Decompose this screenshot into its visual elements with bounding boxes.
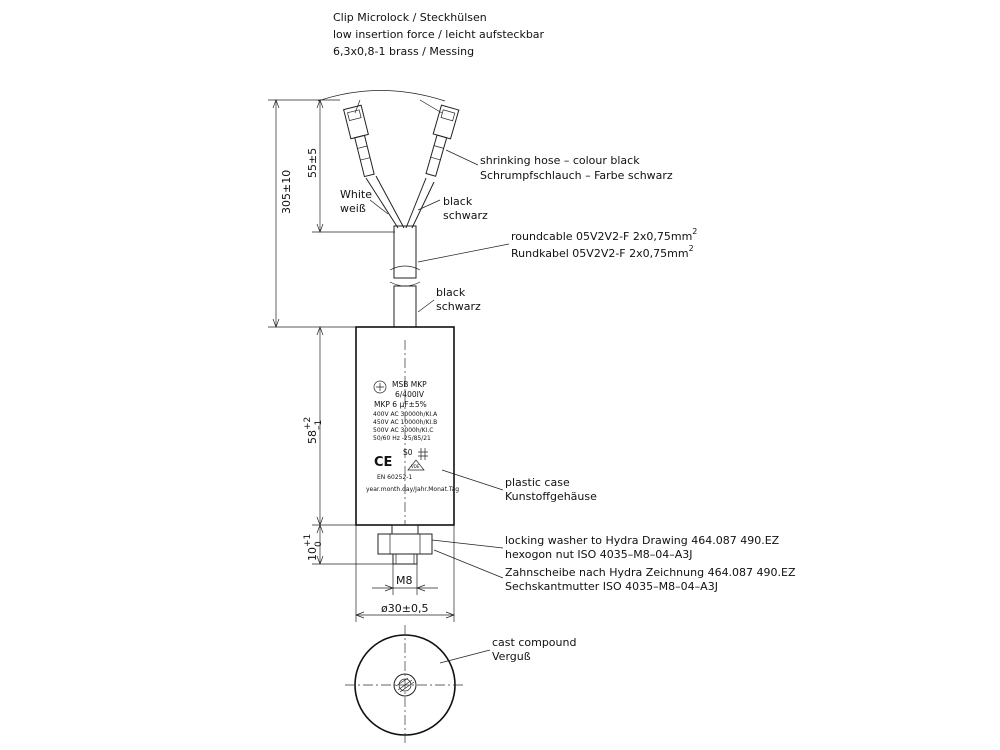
cap-date: year.month.day/Jahr.Monat.Tag: [366, 486, 459, 493]
white-label-1: White: [340, 188, 372, 201]
black-wire-label-2: schwarz: [443, 209, 488, 222]
roundcable-leader: [417, 243, 510, 263]
clip-label-2: low insertion force / leicht aufsteckbar: [333, 28, 545, 41]
brand-logo-mark: [376, 383, 384, 391]
plastic-case-label-2: Kunstoffgehäuse: [505, 490, 597, 503]
brand-logo-icon: [373, 380, 387, 394]
cable-break-2: [389, 281, 421, 287]
cast-label-1: cast compound: [492, 636, 576, 649]
dim-diameter: ø30±0,5: [381, 602, 428, 615]
cap-value: MKP 6 µF±5%: [374, 400, 427, 409]
cap-line-4: 50/60 Hz -25/85/21: [373, 435, 431, 442]
dim-m8: M8: [396, 574, 413, 587]
cap-line-3: 500V AC 3000h/KI.C: [373, 427, 433, 434]
white-wire-a: [365, 177, 399, 229]
black-wire-leader: [417, 199, 441, 211]
cast-label-2: Verguß: [492, 650, 531, 663]
svg-text:–1: –1: [314, 420, 324, 430]
hex-nut: [377, 533, 433, 555]
ce-mark: CE: [374, 455, 392, 470]
nut-label-3: Zahnscheibe nach Hydra Zeichnung 464.087…: [505, 566, 796, 579]
clip-label-1: Clip Microlock / Steckhülsen: [333, 11, 487, 24]
vde-triangle-icon: [407, 459, 425, 471]
clip-leader-arc: [317, 90, 446, 102]
round-cable-upper: [393, 225, 417, 279]
vde-mark: VDE: [411, 464, 420, 469]
nut-label-1: locking washer to Hydra Drawing 464.087 …: [505, 534, 780, 547]
hash-icon: [418, 448, 428, 460]
clip-leader-right: [419, 99, 443, 114]
clip-callout: Clip Microlock / Steckhülsen low inserti…: [317, 11, 545, 114]
threaded-stud: [392, 553, 418, 565]
cap-rating: 6/400IV: [395, 390, 425, 399]
round-cable-lower: [393, 285, 417, 328]
cable-break-1: [389, 265, 421, 271]
white-label-2: weiß: [340, 202, 366, 215]
cap-line-2: 450V AC 10000h/KI.B: [373, 419, 437, 426]
cap-brand: MSB MKP: [392, 380, 427, 389]
dimension-lines: [268, 99, 455, 622]
cap-line-1: 400V AC 30000h/KI.A: [373, 411, 438, 418]
black-wire-label-1: black: [443, 195, 473, 208]
s0-mark: S0: [403, 448, 413, 457]
cast-leader: [439, 649, 491, 664]
svg-text:10: 10: [306, 547, 319, 561]
dim-body: 58 +2 –1: [303, 417, 324, 444]
nut-label-2: hexogon nut ISO 4035–M8–04–A3J: [505, 548, 693, 561]
shrink-label-1: shrinking hose – colour black: [480, 154, 640, 167]
bottom-view: [345, 625, 465, 745]
capacitor-body: MSB MKP 6/400IV MKP 6 µF±5% 400V AC 3000…: [355, 326, 459, 526]
nut-label-4: Sechskantmutter ISO 4035–M8–04–A3J: [505, 580, 718, 593]
svg-text:+1: +1: [303, 534, 313, 547]
svg-text:58: 58: [306, 430, 319, 444]
mounting-stud: [377, 524, 433, 565]
dim-stud: 10 +1 0: [303, 534, 324, 561]
plastic-case-leader: [441, 469, 504, 491]
wire-assembly: [343, 104, 460, 328]
black-wire-b: [411, 181, 435, 229]
svg-text:0: 0: [314, 541, 324, 547]
black-cable-leader: [417, 299, 435, 313]
right-clip-terminal: [425, 104, 460, 177]
left-clip-terminal: [343, 104, 375, 178]
dim-clip: 55±5: [306, 148, 319, 178]
plastic-case-label-1: plastic case: [505, 476, 570, 489]
roundcable-label-1: roundcable 05V2V2-F 2x0,75mm2: [511, 227, 697, 243]
white-leader: [369, 199, 389, 215]
nut-leader-2: [433, 549, 504, 579]
cap-norm: EN 60252-1: [377, 474, 412, 481]
black-cable-label-2: schwarz: [436, 300, 481, 313]
roundcable-label-2: Rundkabel 05V2V2-F 2x0,75mm2: [511, 244, 694, 260]
shrink-label-2: Schrumpfschlauch – Farbe schwarz: [480, 169, 673, 182]
nut-leader-1: [431, 539, 504, 549]
black-cable-label-1: black: [436, 286, 466, 299]
dim-total: 305±10: [280, 170, 293, 214]
white-wire-b: [375, 175, 405, 229]
shrink-leader: [445, 149, 479, 166]
svg-text:+2: +2: [303, 417, 313, 430]
washer: [391, 524, 419, 535]
clip-label-3: 6,3x0,8-1 brass / Messing: [333, 45, 474, 58]
black-wire-a: [405, 177, 427, 229]
